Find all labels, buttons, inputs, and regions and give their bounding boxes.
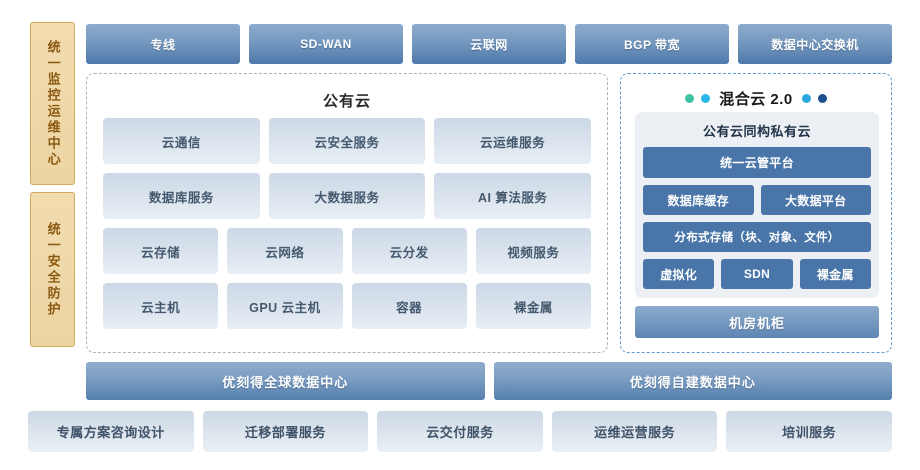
service-cell-cloud-ops-service[interactable]: 云运维服务 [434, 118, 592, 164]
service-cell-label: 云运维服务 [480, 135, 546, 150]
service-item-label: 运维运营服务 [594, 425, 676, 440]
network-item-label: 数据中心交换机 [771, 37, 859, 52]
hybrid-cell-distributed-storage[interactable]: 分布式存储（块、对象、文件） [643, 222, 871, 252]
hybrid-cell-label: 大数据平台 [784, 193, 847, 208]
service-cell-label: 云安全服务 [314, 135, 380, 150]
datacenter-item-global[interactable]: 优刻得全球数据中心 [86, 362, 485, 400]
hybrid-cloud-inner-title: 公有云同构私有云 [702, 124, 811, 139]
hybrid-cloud-row-4: 虚拟化 SDN 裸金属 [643, 259, 871, 289]
service-cell-cloud-network[interactable]: 云网络 [227, 228, 343, 274]
network-item-dedicated-line[interactable]: 专线 [86, 24, 240, 64]
service-cell-label: 数据库服务 [148, 190, 214, 205]
datacenter-item-label: 优刻得自建数据中心 [629, 374, 756, 390]
hybrid-cell-label: 机房机柜 [728, 315, 785, 331]
hybrid-cell-bigdata-platform[interactable]: 大数据平台 [760, 185, 871, 215]
network-item-label: 云联网 [470, 37, 508, 52]
service-cell-cloud-host[interactable]: 云主机 [103, 283, 219, 329]
sidebar-block-unified-monitoring-ops-center[interactable]: 统一监控运维中心 [30, 22, 75, 185]
datacenter-item-self-built[interactable]: 优刻得自建数据中心 [493, 362, 892, 400]
service-cell-label: 云分发 [389, 245, 429, 260]
hybrid-cell-label: SDN [743, 267, 771, 281]
service-cell-bigdata-service[interactable]: 大数据服务 [268, 173, 426, 219]
hybrid-cell-datacenter-rack[interactable]: 机房机柜 [635, 306, 879, 338]
service-item-label: 迁移部署服务 [244, 425, 326, 440]
service-cell-cloud-security-service[interactable]: 云安全服务 [268, 118, 426, 164]
public-cloud-service-grid: 云通信 云安全服务 云运维服务 数据库服务 大数据服务 AI 算法服务 [103, 118, 592, 329]
service-cell-label: 云存储 [141, 245, 181, 260]
service-cell-label: 大数据服务 [314, 190, 380, 205]
hybrid-cloud-title-row: 混合云 2.0 [621, 88, 891, 109]
hybrid-cloud-title: 混合云 2.0 [719, 91, 793, 108]
hybrid-cloud-row-2: 数据库缓存 大数据平台 [643, 185, 871, 215]
service-item-training[interactable]: 培训服务 [726, 411, 892, 452]
service-cell-container[interactable]: 容器 [351, 283, 467, 329]
hybrid-cloud-row-1: 统一云管平台 [643, 147, 871, 178]
network-item-label: 专线 [150, 37, 176, 52]
hybrid-cell-label: 数据库缓存 [667, 193, 729, 208]
service-cell-ai-algorithm-service[interactable]: AI 算法服务 [434, 173, 592, 219]
public-cloud-row-4: 云主机 GPU 云主机 容器 裸金属 [103, 283, 591, 329]
service-item-label: 培训服务 [782, 425, 837, 440]
network-item-label: SD-WAN [300, 37, 352, 51]
professional-services-row: 专属方案咨询设计 迁移部署服务 云交付服务 运维运营服务 培训服务 [28, 411, 892, 452]
status-dot-icon-green [685, 94, 695, 103]
service-cell-label: 裸金属 [513, 300, 553, 315]
service-cell-label: 云网络 [265, 245, 305, 260]
service-cell-cloud-storage[interactable]: 云存储 [103, 228, 219, 274]
public-cloud-row-2: 数据库服务 大数据服务 AI 算法服务 [103, 173, 592, 219]
hybrid-cloud-inner-container: 公有云同构私有云 统一云管平台 数据库缓存 大数据平台 分布式存储（块、对象、文… [635, 112, 879, 298]
hybrid-cloud-row-3: 分布式存储（块、对象、文件） [643, 222, 871, 252]
service-cell-label: GPU 云主机 [249, 300, 321, 315]
service-item-label: 专属方案咨询设计 [56, 425, 165, 440]
service-item-dedicated-solution-consulting-design[interactable]: 专属方案咨询设计 [28, 411, 194, 452]
service-cell-cloud-communication[interactable]: 云通信 [103, 118, 260, 164]
hybrid-cell-label: 分布式存储（块、对象、文件） [674, 232, 840, 244]
service-item-migration-deployment[interactable]: 迁移部署服务 [202, 411, 369, 452]
network-item-datacenter-switch[interactable]: 数据中心交换机 [738, 24, 892, 64]
service-cell-bare-metal[interactable]: 裸金属 [475, 283, 591, 329]
network-item-cloud-interconnect[interactable]: 云联网 [412, 24, 566, 64]
service-cell-label: 云主机 [141, 300, 181, 315]
network-connectivity-row: 专线 SD-WAN 云联网 BGP 带宽 数据中心交换机 [86, 24, 892, 64]
datacenter-item-label: 优刻得全球数据中心 [222, 374, 349, 390]
hybrid-cell-label: 虚拟化 [660, 267, 698, 282]
service-cell-label: 视频服务 [507, 245, 560, 260]
service-cell-database-service[interactable]: 数据库服务 [103, 173, 260, 219]
public-cloud-row-3: 云存储 云网络 云分发 视频服务 [103, 228, 591, 274]
hybrid-cloud-panel: 混合云 2.0 公有云同构私有云 统一云管平台 数据库缓存 大数据平台 [620, 73, 892, 353]
hybrid-cell-label: 裸金属 [816, 267, 854, 282]
network-item-label: BGP 带宽 [623, 37, 681, 52]
hybrid-cell-bare-metal[interactable]: 裸金属 [799, 259, 871, 289]
status-dot-icon-navy [817, 94, 827, 103]
hybrid-cell-label: 统一云管平台 [720, 156, 794, 170]
service-cell-cloud-distribution[interactable]: 云分发 [351, 228, 467, 274]
sidebar-block-label: 统一监控运维中心 [45, 39, 61, 168]
service-cell-label: AI 算法服务 [477, 190, 548, 205]
service-cell-gpu-cloud-host[interactable]: GPU 云主机 [227, 283, 343, 329]
hybrid-cell-database-cache[interactable]: 数据库缓存 [643, 185, 754, 215]
hybrid-cell-virtualization[interactable]: 虚拟化 [643, 259, 715, 289]
status-dot-icon-cyan [701, 94, 711, 103]
hybrid-cell-sdn[interactable]: SDN [721, 259, 793, 289]
public-cloud-row-1: 云通信 云安全服务 云运维服务 [103, 118, 592, 164]
sidebar-block-unified-security-protection[interactable]: 统一安全防护 [30, 192, 75, 347]
datacenter-row: 优刻得全球数据中心 优刻得自建数据中心 [86, 362, 892, 400]
hybrid-cell-unified-cloud-management-platform[interactable]: 统一云管平台 [643, 147, 871, 178]
status-dot-icon-blue [801, 94, 811, 103]
service-cell-label: 容器 [396, 300, 423, 315]
public-cloud-panel: 公有云 云通信 云安全服务 云运维服务 数据库服务 大数据服务 [86, 73, 608, 353]
sidebar-block-label: 统一安全防护 [45, 221, 61, 318]
service-cell-label: 云通信 [161, 135, 201, 150]
network-item-sd-wan[interactable]: SD-WAN [249, 24, 403, 64]
service-cell-video-service[interactable]: 视频服务 [475, 228, 591, 274]
service-item-label: 云交付服务 [426, 425, 494, 440]
service-item-ops-operations[interactable]: 运维运营服务 [551, 411, 718, 452]
service-item-cloud-delivery[interactable]: 云交付服务 [377, 411, 543, 452]
public-cloud-title: 公有云 [322, 93, 371, 110]
network-item-bgp-bandwidth[interactable]: BGP 带宽 [575, 24, 729, 64]
